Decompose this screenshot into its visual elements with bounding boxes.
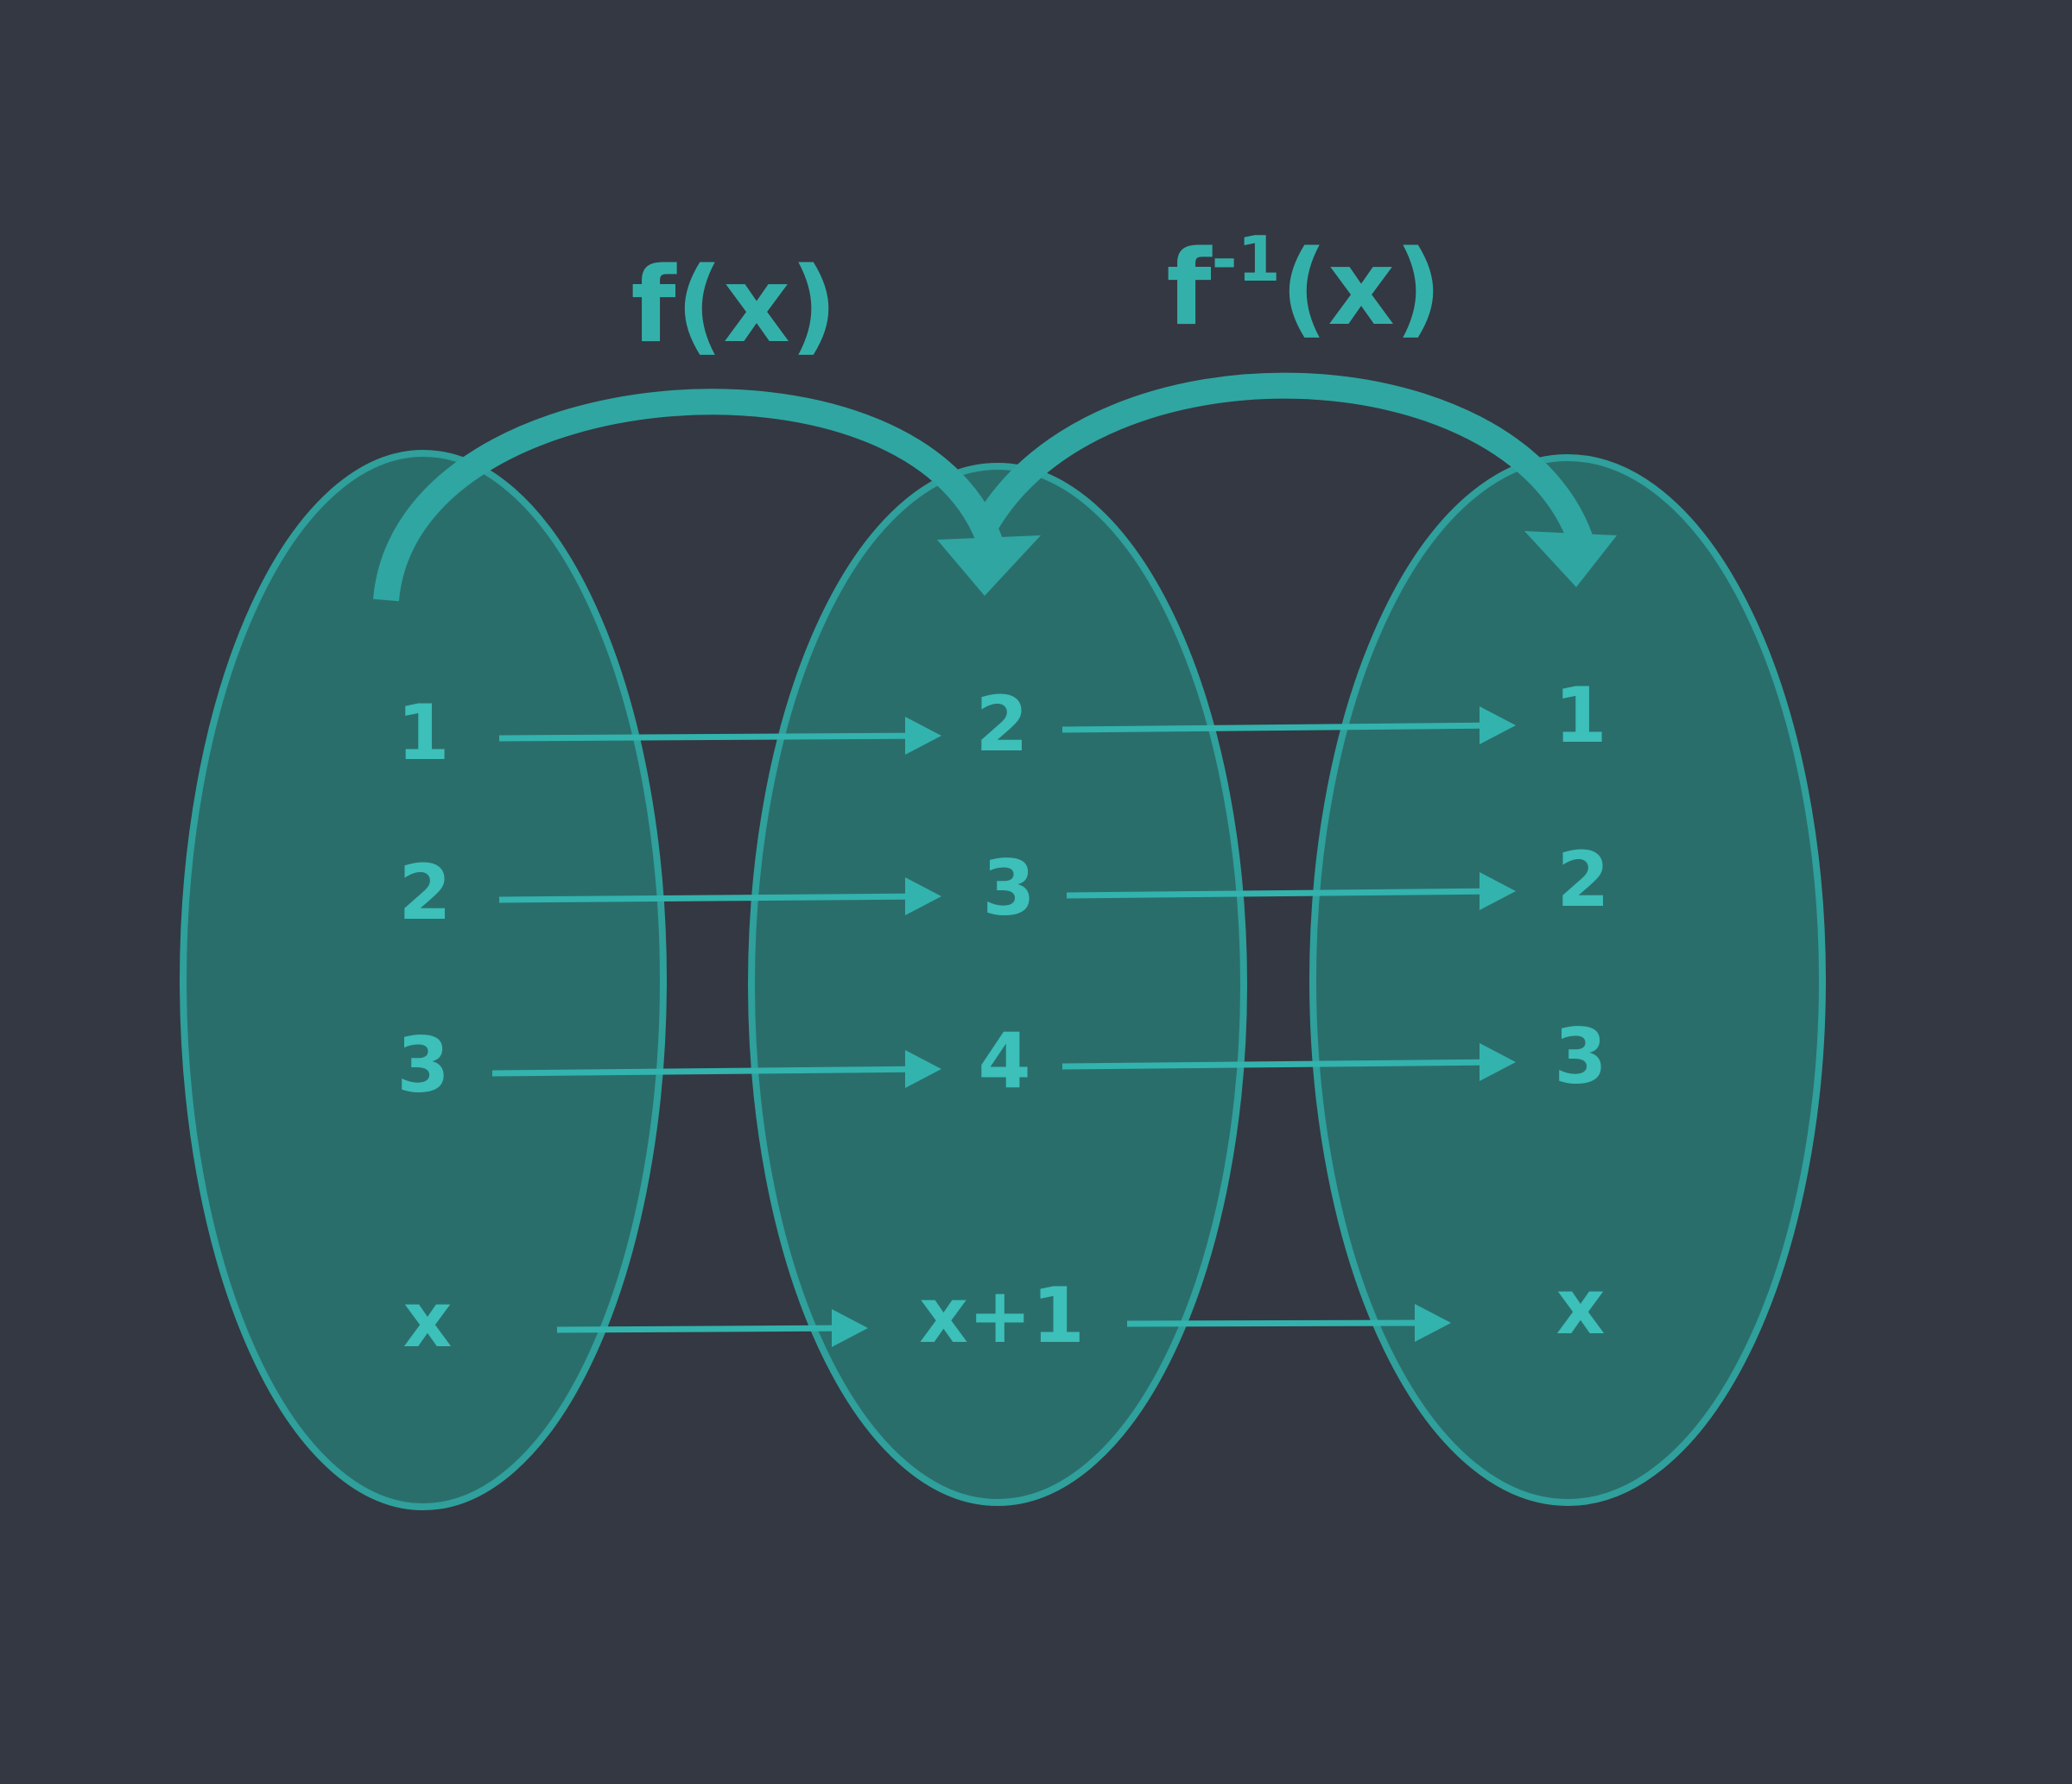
f-inverse-curved-arrow <box>973 372 1594 545</box>
map-arrow <box>498 731 930 742</box>
inverse-range-element: 2 <box>1556 835 1609 924</box>
domain-element: x <box>403 1275 453 1364</box>
arrowhead <box>1415 1304 1451 1342</box>
range-element: x+1 <box>919 1271 1085 1360</box>
domain-element: 3 <box>396 1021 449 1110</box>
arrowhead <box>905 717 941 755</box>
map-arrow <box>498 893 929 903</box>
range-element: 4 <box>978 1016 1030 1105</box>
map-arrow <box>491 1066 929 1077</box>
f-curved-arrowhead <box>937 535 1041 596</box>
f-inverse-label: f-1(x) <box>1166 223 1442 349</box>
map-arrow <box>556 1325 856 1333</box>
arrowhead <box>1480 706 1516 744</box>
map-arrow <box>1061 1059 1504 1070</box>
range-element: 3 <box>982 844 1035 933</box>
domain-element: 2 <box>398 848 451 937</box>
f-curved-arrow <box>373 389 1006 602</box>
f-label: f(x) <box>630 246 837 366</box>
range-set-ellipse <box>748 463 1247 1506</box>
arrowhead <box>905 877 941 915</box>
domain-element: 1 <box>396 688 449 777</box>
arrowhead <box>1480 872 1516 910</box>
arrowhead <box>1480 1043 1516 1081</box>
arrowhead <box>832 1309 868 1347</box>
map-arrow <box>1061 722 1504 733</box>
inverse-range-set-ellipse <box>1309 454 1826 1506</box>
inverse-range-element: 3 <box>1554 1012 1606 1101</box>
map-arrow <box>1126 1319 1439 1327</box>
domain-set-ellipse <box>180 450 667 1510</box>
inverse-range-element: x <box>1556 1262 1606 1351</box>
inverse-range-element: 1 <box>1554 671 1606 760</box>
range-element: 2 <box>975 680 1028 769</box>
map-arrow <box>1066 888 1504 899</box>
f-inverse-curved-arrowhead <box>1524 531 1617 587</box>
arrowhead <box>905 1050 941 1088</box>
